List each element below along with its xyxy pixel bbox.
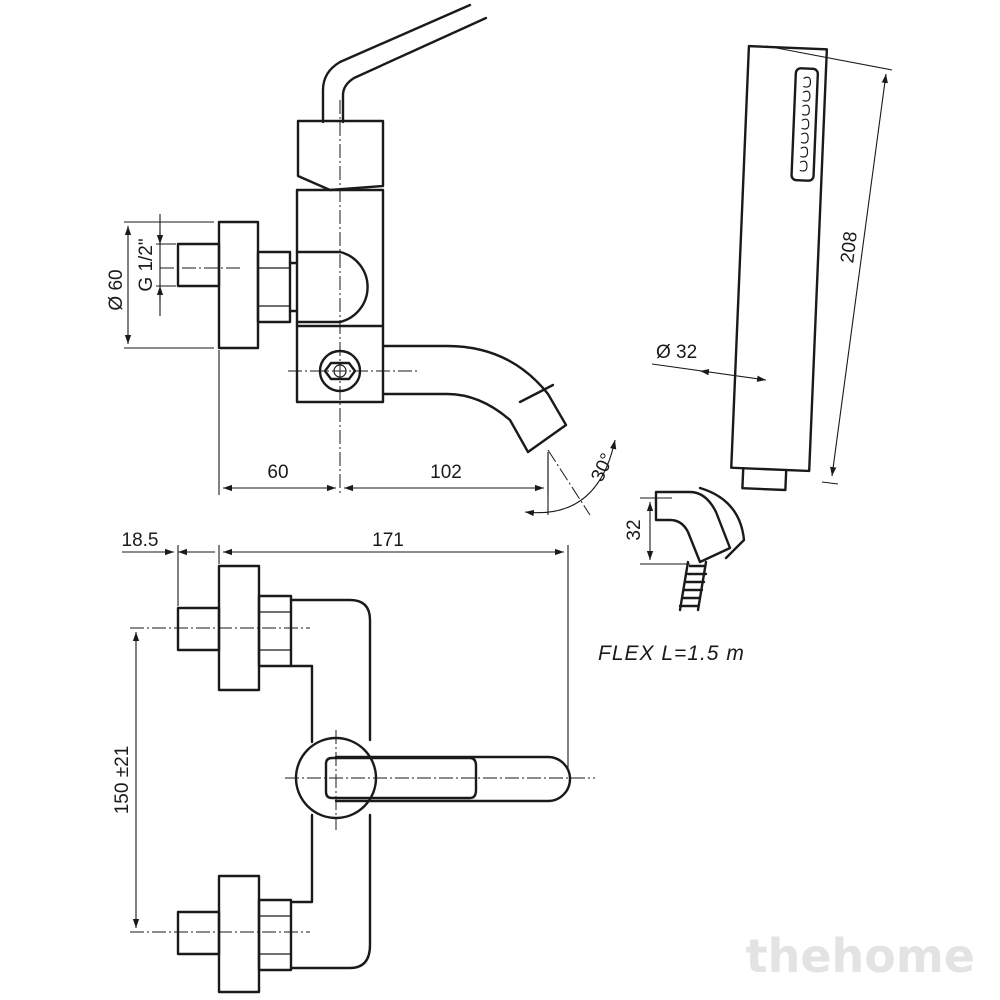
spout bbox=[381, 344, 568, 454]
mixer-body-top bbox=[289, 598, 372, 970]
dim-inlet-diameter: Ø 60 bbox=[106, 269, 127, 310]
side-view bbox=[124, 3, 617, 517]
dim-thread: G 1/2" bbox=[136, 238, 157, 291]
dim-spout-reach: 102 bbox=[430, 462, 462, 483]
swivel-joint bbox=[295, 250, 369, 324]
dim-total-depth: 171 bbox=[372, 530, 404, 551]
lever-handle bbox=[321, 3, 488, 124]
dim-eccentric-offset: 18.5 bbox=[122, 530, 159, 551]
lever-arm-top bbox=[334, 755, 572, 803]
dim-holder-height: 32 bbox=[624, 519, 645, 540]
flex-hose bbox=[678, 564, 708, 608]
watermark-logo: thehome bbox=[746, 929, 975, 983]
spray-face bbox=[790, 67, 820, 182]
hand-shower-view bbox=[640, 44, 893, 612]
top-view bbox=[122, 545, 595, 994]
hose-note: FLEX L=1.5 m bbox=[598, 642, 745, 665]
lower-thread-stub bbox=[176, 910, 221, 956]
cartridge-cap bbox=[296, 119, 385, 192]
dim-spout-angle: 30° bbox=[587, 450, 618, 485]
hand-shower-body bbox=[730, 44, 829, 473]
thread-stub bbox=[176, 242, 221, 288]
lower-flange bbox=[217, 874, 261, 994]
dim-body-offset: 60 bbox=[267, 462, 288, 483]
lower-connector-nut bbox=[257, 898, 293, 972]
connector-nut bbox=[256, 250, 292, 324]
upper-connector-nut bbox=[257, 594, 293, 668]
wall-flange bbox=[217, 220, 260, 350]
dim-handshower-length: 208 bbox=[837, 230, 862, 264]
wall-holder bbox=[654, 490, 732, 564]
dim-centre-distance: 150 ±21 bbox=[112, 746, 133, 815]
upper-thread-stub bbox=[176, 606, 221, 652]
hose-connector bbox=[741, 467, 788, 492]
dim-handshower-diameter: Ø 32 bbox=[656, 342, 697, 363]
